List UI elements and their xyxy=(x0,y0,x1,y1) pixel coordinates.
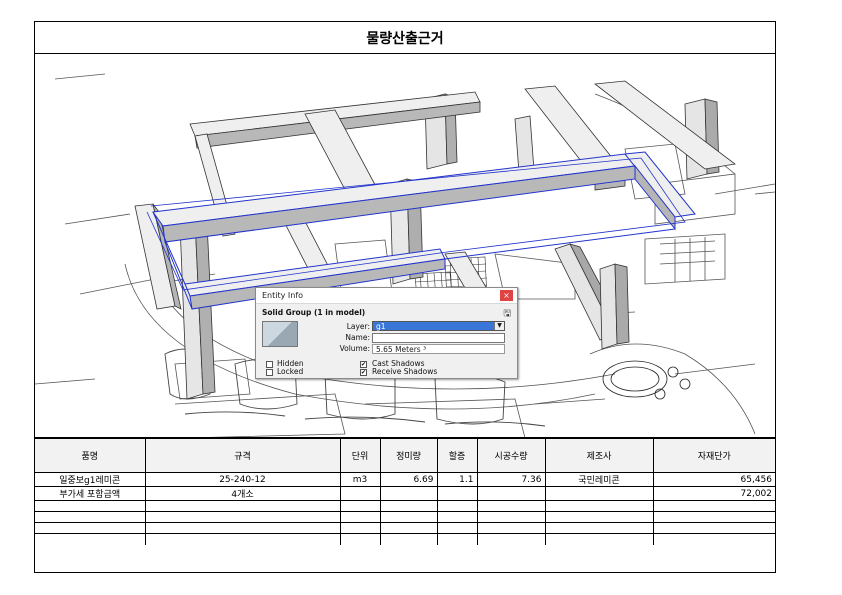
table-cell: 65,456 xyxy=(652,472,775,487)
table-cell xyxy=(436,500,478,512)
table-cell xyxy=(339,486,381,501)
table-cell xyxy=(339,533,381,545)
table-cell xyxy=(379,486,438,501)
table-cell xyxy=(476,486,546,501)
table-cell: 6.69 xyxy=(379,472,438,487)
column-header: 규격 xyxy=(144,438,341,473)
sheet-title: 물량산출근거 xyxy=(35,22,775,54)
table-cell xyxy=(379,511,438,523)
table-cell xyxy=(35,522,146,534)
layer-select[interactable]: g1 ▼ xyxy=(372,321,505,331)
table-cell: 1.1 xyxy=(436,472,478,487)
table-cell: 72,002 xyxy=(652,486,775,501)
model-viewport: Entity Info × Solid Group (1 in model) 🖫… xyxy=(35,54,775,438)
table-cell xyxy=(652,522,775,534)
column-header: 자재단가 xyxy=(652,438,775,473)
hidden-checkbox[interactable] xyxy=(266,361,273,368)
column-header: 제조사 xyxy=(544,438,654,473)
column-header: 시공수량 xyxy=(476,438,546,473)
name-label: Name: xyxy=(345,333,370,342)
table-cell xyxy=(35,533,146,545)
table-cell xyxy=(544,511,654,523)
table-cell xyxy=(436,522,478,534)
table-cell xyxy=(379,533,438,545)
selected-solid-group xyxy=(146,151,696,310)
table-cell xyxy=(544,533,654,545)
table-cell xyxy=(35,511,146,523)
table-cell xyxy=(339,500,381,512)
quantity-takeoff-sheet: 물량산출근거 xyxy=(34,21,776,573)
table-cell xyxy=(476,522,546,534)
table-cell xyxy=(476,533,546,545)
table-cell xyxy=(144,522,341,534)
table-cell xyxy=(436,511,478,523)
column-header: 정미량 xyxy=(379,438,438,473)
table-cell xyxy=(144,533,341,545)
table-cell xyxy=(144,511,341,523)
building-model-render xyxy=(35,73,775,437)
table-cell: 25-240-12 xyxy=(144,472,341,487)
entity-info-title: Entity Info xyxy=(262,291,304,300)
table-cell xyxy=(379,522,438,534)
receive-shadows-label: Receive Shadows xyxy=(372,367,438,376)
receive-shadows-checkbox[interactable]: ✔ xyxy=(360,369,367,376)
table-cell xyxy=(544,486,654,501)
table-cell xyxy=(339,511,381,523)
table-cell: 일중보g1레미콘 xyxy=(35,472,146,487)
table-row xyxy=(35,533,775,545)
table-row xyxy=(35,511,775,523)
cast-shadows-checkbox[interactable]: ✔ xyxy=(360,361,367,368)
beams xyxy=(134,80,736,323)
close-icon[interactable]: × xyxy=(500,290,513,301)
column-header: 단위 xyxy=(339,438,381,473)
table-cell xyxy=(379,500,438,512)
table-cell xyxy=(652,500,775,512)
chevron-down-icon[interactable]: ▼ xyxy=(494,322,504,330)
hidden-label: Hidden xyxy=(277,359,304,368)
table-cell xyxy=(476,500,546,512)
layer-label: Layer: xyxy=(346,322,370,331)
table-header-row: 품명 규격 단위 정미량 할증 시공수량 제조사 자재단가 xyxy=(35,438,775,473)
table-cell xyxy=(35,500,146,512)
locked-label: Locked xyxy=(277,367,304,376)
table-cell xyxy=(144,500,341,512)
table-cell: 4개소 xyxy=(144,486,341,501)
locked-checkbox[interactable] xyxy=(266,369,273,376)
table-cell xyxy=(436,486,478,501)
table-cell xyxy=(544,522,654,534)
entity-info-panel: Entity Info × Solid Group (1 in model) 🖫… xyxy=(255,287,518,379)
table-cell xyxy=(339,522,381,534)
volume-label: Volume: xyxy=(339,344,370,353)
table-cell: 7.36 xyxy=(476,472,546,487)
cast-shadows-label: Cast Shadows xyxy=(372,359,425,368)
table-cell xyxy=(652,533,775,545)
name-field[interactable] xyxy=(372,333,505,343)
table-cell xyxy=(652,511,775,523)
table-cell: m3 xyxy=(339,472,381,487)
table-cell: 부가세 포함금액 xyxy=(35,486,146,501)
column-header: 할증 xyxy=(436,438,478,473)
material-swatch[interactable] xyxy=(262,321,298,347)
table-cell xyxy=(476,511,546,523)
table-row xyxy=(35,522,775,534)
entity-info-titlebar[interactable]: Entity Info × xyxy=(256,288,517,304)
table-cell xyxy=(544,500,654,512)
table-row xyxy=(35,500,775,512)
columns xyxy=(179,93,720,400)
entity-type-heading: Solid Group (1 in model) xyxy=(262,308,366,317)
table-cell: 국민레미콘 xyxy=(544,472,654,487)
pin-icon[interactable]: 🖫 xyxy=(503,309,511,319)
volume-value: 5.65 Meters ³ xyxy=(372,344,505,354)
table-cell xyxy=(436,533,478,545)
column-header: 품명 xyxy=(35,438,146,473)
layer-selected-value: g1 xyxy=(376,322,386,331)
